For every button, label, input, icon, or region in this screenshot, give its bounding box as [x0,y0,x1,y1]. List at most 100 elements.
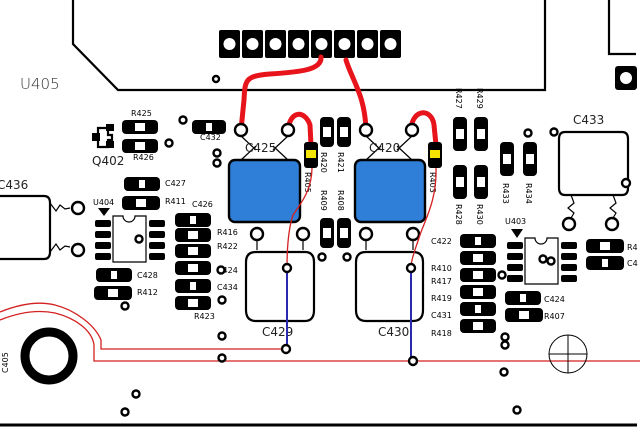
label-r409: R409 [319,190,328,211]
via [217,331,227,341]
c425-capacitor [227,122,302,224]
label-r4-partial: R4 [627,243,638,252]
via [212,158,222,168]
via [131,389,141,399]
via [342,252,352,262]
r428-footprint [453,165,467,199]
c428-footprint [96,268,132,282]
label-r407: R407 [544,312,565,321]
r425-footprint [122,120,158,134]
via [549,127,559,137]
u404-pin1-marker [98,208,110,216]
r412-footprint [94,286,132,300]
c430-capacitor [354,226,425,323]
label-c429: C429 [262,325,293,339]
label-r429: R429 [475,88,484,109]
label-u404: U404 [93,198,114,207]
connector-pin [219,30,240,58]
c436-lead [49,202,71,213]
connector-pin [311,30,332,58]
trace-connector-c420 [343,57,369,133]
r426-footprint [122,139,158,153]
r427-footprint [453,117,467,151]
label-r403: R403 [428,172,437,193]
label-r423: R423 [194,312,215,321]
label-r422: R422 [217,242,238,251]
c429-capacitor [244,226,316,323]
connector-pin [357,30,378,58]
r410-footprint [460,251,496,265]
label-q402: Q402 [92,154,124,168]
label-c430: C430 [378,325,409,339]
c436-lead [49,242,71,253]
c434-footprint [175,279,211,293]
trace-r403-c430 [410,167,437,269]
label-c431: C431 [431,311,452,320]
c4-partial-footprint [586,256,624,270]
label-c428: C428 [137,271,158,280]
label-r426: R426 [133,153,154,162]
label-r416: R416 [217,228,238,237]
via [500,332,510,342]
c432-footprint [192,120,226,134]
u403-pin1-marker [511,229,523,238]
r421-top-footprint [337,117,351,147]
via [538,254,548,264]
via [178,115,188,125]
label-c4-partial: C4 [627,259,638,268]
via [500,340,510,350]
r416-footprint [175,228,211,242]
r409-footprint [320,218,334,248]
via [212,148,222,158]
r433-footprint [500,142,514,176]
c436-pad [70,200,86,216]
label-c422: C422 [431,237,452,246]
label-r420: R420 [319,152,328,173]
label-r411: R411 [165,197,186,206]
label-c436: C436 [0,178,28,192]
label-r405: R405 [303,172,312,193]
label-c426: C426 [192,200,213,209]
r411-footprint [122,196,160,210]
via [211,74,221,84]
c420-capacitor [353,122,427,224]
label-c405: C405 [1,352,10,373]
via [512,405,522,415]
header-connector [219,30,401,58]
label-r433: R433 [501,183,510,204]
r419-footprint [460,285,496,299]
label-r412: R412 [137,288,158,297]
r430-footprint [474,165,488,199]
via [216,265,226,275]
via [497,270,507,280]
u404-ic [95,215,165,263]
via [217,295,227,305]
r424-footprint [175,261,211,275]
r423-footprint [175,296,211,310]
r408-footprint [337,218,351,248]
r405-resistor [304,142,318,168]
via [499,367,509,377]
r429-footprint [474,117,488,151]
via [281,262,293,274]
label-r410: R410 [431,264,452,273]
connector-pin [288,30,309,58]
via [217,353,227,363]
label-r421: R421 [336,152,345,173]
test-point-top-right [615,66,637,90]
c422-footprint [460,234,496,248]
label-r428: R428 [454,204,463,225]
label-c433: C433 [573,113,604,127]
q402-transistor [92,124,114,149]
c405-mounting-ring [20,327,78,385]
connector-pin [334,30,355,58]
label-r418: R418 [431,329,452,338]
c436-outline [0,194,52,261]
label-r408: R408 [336,190,345,211]
u405-outline [71,0,547,92]
c433-capacitor [557,130,632,232]
trace-r405-c429 [286,167,313,269]
c426-footprint [175,213,211,227]
